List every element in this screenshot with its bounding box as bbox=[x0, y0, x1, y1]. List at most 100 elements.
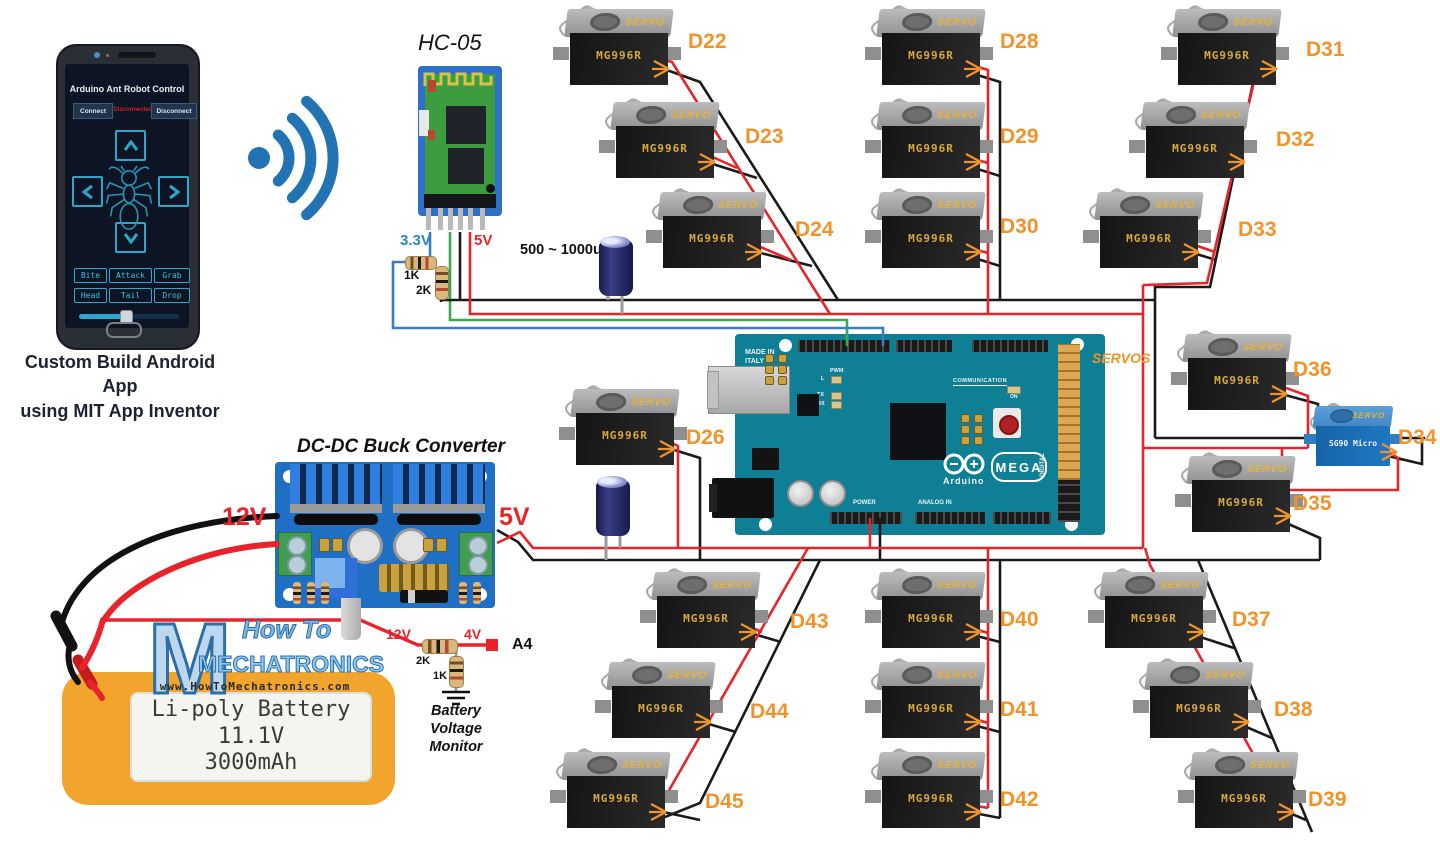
status-text: Disconnected bbox=[113, 107, 153, 113]
pin-label-d35: D35 bbox=[1293, 492, 1332, 515]
pin-label-d28: D28 bbox=[1000, 30, 1039, 53]
inductor-row bbox=[379, 564, 449, 592]
servo-d40: SERVO MG996R bbox=[862, 565, 996, 652]
up-arrow-button bbox=[115, 130, 146, 161]
electrolytic-capacitor bbox=[596, 476, 630, 536]
hc05-title: HC-05 bbox=[418, 30, 482, 55]
monitor-12v-label: 12V bbox=[386, 626, 411, 642]
servo-mount-tab bbox=[1171, 372, 1187, 385]
servo-mount-tab bbox=[550, 790, 566, 803]
servo-cap-label: SERVO bbox=[1200, 110, 1242, 121]
servo-d38: SERVO MG996R bbox=[1130, 655, 1264, 742]
servo-mount-tab bbox=[865, 140, 881, 153]
digital-label: DIGITAL bbox=[1039, 453, 1046, 477]
power-header bbox=[830, 512, 902, 524]
hc05-pin bbox=[438, 208, 443, 230]
servo-cap-label: SERVO bbox=[936, 670, 978, 681]
servo-d44: SERVO MG996R bbox=[592, 655, 726, 742]
servo-model-label: MG996R bbox=[1218, 496, 1264, 509]
pin-header bbox=[896, 340, 952, 352]
hc05-pin bbox=[448, 208, 453, 230]
servo-mount-tab bbox=[646, 230, 662, 243]
servo-d35: SERVO MG996R bbox=[1172, 449, 1306, 536]
servo-connector-icon bbox=[1228, 153, 1246, 171]
analog-in-label: ANALOG IN bbox=[918, 500, 952, 506]
servo-connector-icon bbox=[694, 713, 712, 731]
tail-button: Tail bbox=[109, 288, 152, 303]
servo-d37: SERVO MG996R bbox=[1085, 565, 1219, 652]
pin-label-d26: D26 bbox=[686, 426, 725, 449]
label-1k: 1K bbox=[404, 268, 420, 282]
disconnect-button: Disconnect bbox=[151, 103, 197, 119]
arduino-logo-icon bbox=[943, 453, 985, 475]
hc05-chip bbox=[448, 148, 484, 184]
monitor-caption: Battery Voltage Monitor bbox=[429, 703, 483, 756]
servo-cap-label: SERVO bbox=[717, 200, 759, 211]
pin-header bbox=[798, 340, 890, 352]
capacitor bbox=[787, 480, 814, 507]
input-terminal bbox=[278, 532, 312, 576]
dc-dc-buck-converter bbox=[275, 462, 495, 608]
tx-led bbox=[831, 392, 842, 400]
electrolytic-capacitor bbox=[599, 236, 633, 296]
servo-connector-icon bbox=[1187, 623, 1205, 641]
phone-caption: Custom Build Android App using MIT App I… bbox=[20, 352, 220, 421]
pin-label-d22: D22 bbox=[688, 30, 727, 53]
servo-mount-tab bbox=[559, 427, 575, 440]
buck-converter-title: DC-DC Buck Converter bbox=[297, 436, 505, 457]
wireless-signal-icon bbox=[248, 95, 339, 221]
drop-button: Drop bbox=[154, 288, 190, 303]
led-rx-label: RX bbox=[817, 401, 825, 407]
servo-d28: SERVO MG996R bbox=[862, 2, 996, 89]
label-5v: 5V bbox=[474, 232, 493, 249]
logo-url: www.HowToMechatronics.com bbox=[159, 680, 351, 693]
servo-cap-label: SERVO bbox=[630, 397, 672, 408]
battery-voltage: 11.1V bbox=[217, 723, 285, 749]
servo-d22: SERVO MG996R bbox=[550, 2, 684, 89]
servo-mount-tab bbox=[865, 230, 881, 243]
servo-d30: SERVO MG996R bbox=[862, 185, 996, 272]
android-phone: Arduino Ant Robot Control Connect Discon… bbox=[56, 44, 200, 350]
buck-input-voltage: 12V bbox=[222, 503, 267, 531]
servo-d41: SERVO MG996R bbox=[862, 655, 996, 742]
servos-annotation: SERVOS bbox=[1092, 350, 1151, 366]
servo-mount-tab bbox=[1129, 140, 1145, 153]
output-terminal bbox=[459, 532, 493, 576]
communication-label: COMMUNICATION bbox=[953, 378, 1008, 386]
servo-connector-icon bbox=[658, 440, 676, 458]
head-button: Head bbox=[74, 288, 107, 303]
servo-top-case: SERVO bbox=[1312, 406, 1394, 428]
phone-camera-icon bbox=[94, 52, 100, 58]
logo-name: MECHATRONICS bbox=[198, 651, 384, 677]
hc05-pin bbox=[468, 208, 473, 230]
servo-mount-tab bbox=[865, 610, 881, 623]
pin-label-d45: D45 bbox=[705, 790, 744, 813]
pin-label-d44: D44 bbox=[750, 700, 789, 723]
pin-label-d23: D23 bbox=[745, 125, 784, 148]
servo-d33: SERVO MG996R bbox=[1080, 185, 1214, 272]
servo-mount-tab bbox=[865, 47, 881, 60]
servo-d24: SERVO MG996R bbox=[643, 185, 777, 272]
pin-label-d43: D43 bbox=[790, 610, 829, 633]
servo-model-label: SG90 Micro bbox=[1328, 439, 1378, 448]
pin-label-d32: D32 bbox=[1276, 128, 1315, 151]
servo-d43: SERVO MG996R bbox=[637, 565, 771, 652]
power-label: POWER bbox=[853, 500, 876, 506]
phone-speaker bbox=[118, 52, 156, 58]
servo-mount-tab bbox=[1133, 700, 1149, 713]
pin-label-d30: D30 bbox=[1000, 215, 1039, 238]
servo-mount-tab bbox=[865, 700, 881, 713]
pin-label-d37: D37 bbox=[1232, 608, 1271, 631]
battery-label: Li-poly Battery 11.1V 3000mAh bbox=[130, 692, 372, 782]
on-label: ON bbox=[1010, 394, 1018, 400]
servo-d31: SERVO MG996R bbox=[1158, 2, 1292, 89]
servo-d23: SERVO MG996R bbox=[596, 95, 730, 182]
monitor-1k-label: 1K bbox=[433, 670, 448, 682]
servo-connector-icon bbox=[1232, 713, 1250, 731]
chevron-up-icon bbox=[123, 139, 138, 151]
atmega2560-chip bbox=[890, 403, 946, 460]
monitor-2k-label: 2K bbox=[416, 655, 431, 667]
servo-model-label: MG996R bbox=[602, 429, 648, 442]
